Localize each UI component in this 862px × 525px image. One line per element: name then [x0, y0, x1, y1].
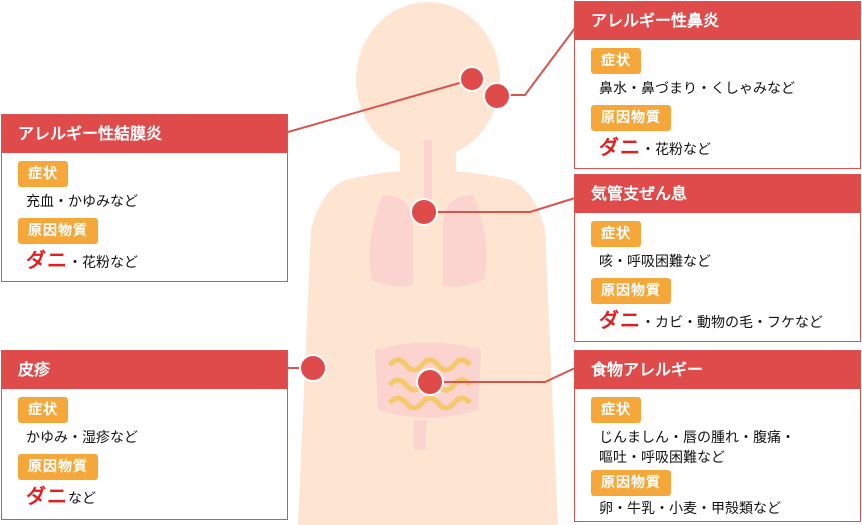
card-food-allergy: 食物アレルギー 症状 じんましん・唇の腫れ・腹痛・ 嘔吐・呼吸困難など 原因物質… — [574, 350, 861, 522]
symptom-text: じんましん・唇の腫れ・腹痛・ 嘔吐・呼吸困難など — [599, 428, 860, 468]
card-title: アレルギー性結膜炎 — [2, 115, 287, 153]
cause-text: ダニ・花粉など — [26, 248, 287, 275]
cause-text: ダニ・カビ・動物の毛・フケなど — [599, 308, 860, 335]
cause-rest: ・花粉など — [641, 142, 711, 158]
symptom-text: 咳・呼吸困難など — [599, 254, 711, 270]
bronchi-marker — [410, 198, 438, 226]
symptom-label: 症状 — [591, 221, 641, 247]
cause-rest: ・カビ・動物の毛・フケなど — [641, 315, 823, 331]
symptom-text: 充血・かゆみなど — [26, 194, 138, 210]
cause-text: 卵・牛乳・小麦・甲殻類など — [599, 501, 781, 517]
cause-text: ダニ・花粉など — [599, 135, 860, 162]
lungs — [369, 140, 487, 287]
symptom-line-2: 嘔吐・呼吸困難など — [599, 450, 725, 466]
mite-highlight: ダニ — [599, 308, 641, 332]
symptom-text: かゆみ・湿疹など — [26, 430, 138, 446]
nose-marker — [483, 82, 511, 110]
cause-label: 原因物質 — [18, 454, 98, 480]
card-eczema: 皮疹 症状 かゆみ・湿疹など 原因物質 ダニなど — [1, 350, 288, 520]
stomach-marker — [416, 368, 444, 396]
cause-rest: など — [68, 491, 96, 507]
symptom-label: 症状 — [18, 397, 68, 423]
eye-marker — [459, 66, 485, 92]
card-rhinitis: アレルギー性鼻炎 症状 鼻水・鼻づまり・くしゃみなど 原因物質 ダニ・花粉など — [574, 1, 861, 169]
mite-highlight: ダニ — [26, 248, 68, 272]
connector-asthma — [425, 197, 576, 213]
body-silhouette — [298, 2, 558, 525]
mite-highlight: ダニ — [26, 484, 68, 508]
connector-rhinitis — [500, 27, 576, 96]
cause-rest: ・花粉など — [68, 255, 138, 271]
connector-conjunctivitis — [287, 79, 471, 133]
cause-label: 原因物質 — [18, 218, 98, 244]
card-title: 食物アレルギー — [575, 351, 860, 389]
card-title: 気管支ぜん息 — [575, 175, 860, 213]
symptom-label: 症状 — [591, 48, 641, 74]
card-asthma: 気管支ぜん息 症状 咳・呼吸困難など 原因物質 ダニ・カビ・動物の毛・フケなど — [574, 174, 861, 342]
card-conjunctivitis: アレルギー性結膜炎 症状 充血・かゆみなど 原因物質 ダニ・花粉など — [1, 114, 288, 282]
cause-label: 原因物質 — [591, 470, 671, 496]
symptom-text: 鼻水・鼻づまり・くしゃみなど — [599, 81, 795, 97]
cause-label: 原因物質 — [591, 105, 671, 131]
cause-label: 原因物質 — [591, 278, 671, 304]
skin-marker — [299, 354, 327, 382]
mite-highlight: ダニ — [599, 135, 641, 159]
connector-food — [430, 367, 576, 383]
symptom-label: 症状 — [18, 161, 68, 187]
symptom-label: 症状 — [591, 397, 641, 423]
card-title: アレルギー性鼻炎 — [575, 2, 860, 40]
symptom-line-1: じんましん・唇の腫れ・腹痛・ — [599, 430, 795, 446]
cause-text: ダニなど — [26, 484, 287, 511]
card-title: 皮疹 — [2, 351, 287, 389]
